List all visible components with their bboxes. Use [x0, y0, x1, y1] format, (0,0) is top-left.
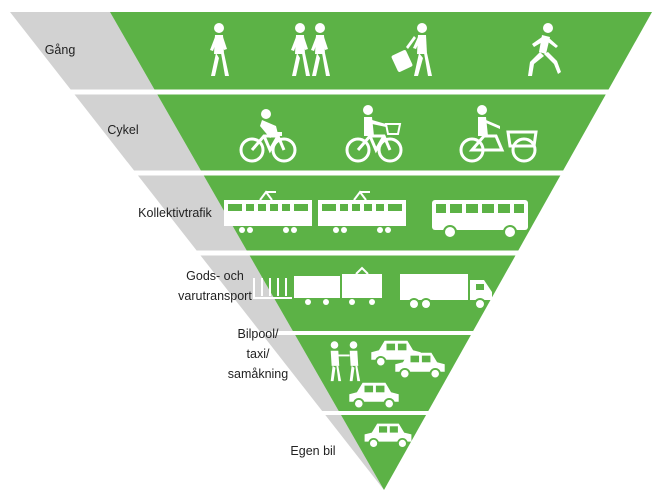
level-label-egen-bil: Egen bil [290, 444, 335, 458]
level-label-gang: Gång [45, 43, 76, 57]
level-kollektivtrafik: Kollektivtrafik [138, 191, 529, 239]
level-gods: Gods- och varutransport [178, 267, 493, 310]
level-label-gods: Gods- och [186, 269, 244, 283]
level-label-bilpool: taxi/ [247, 347, 270, 361]
level-bilpool: Bilpool/taxi/samåkning [228, 327, 446, 410]
level-label-bilpool: Bilpool/ [238, 327, 280, 341]
level-label-cykel: Cykel [107, 123, 138, 137]
level-gang: Gång [45, 23, 561, 76]
level-label-bilpool: samåkning [228, 367, 288, 381]
level-egen-bil: Egen bil [290, 422, 413, 458]
level-label-gods: varutransport [178, 289, 252, 303]
level-label-kollektivtrafik: Kollektivtrafik [138, 206, 212, 220]
level-cykel: Cykel [107, 103, 538, 163]
